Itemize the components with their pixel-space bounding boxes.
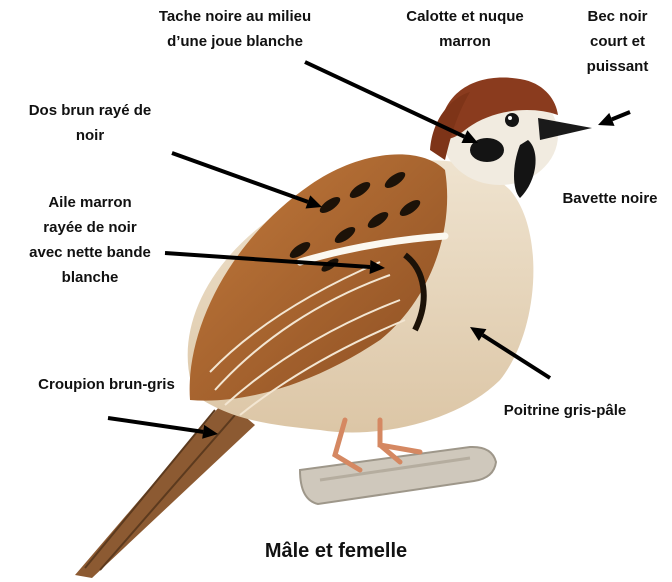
label-wing-line: Aile marron — [0, 190, 180, 215]
label-cheek-spot-line: Tache noire au milieu — [125, 4, 345, 29]
label-wing: Aile marronrayée de noiravec nette bande… — [0, 190, 180, 290]
label-beak-line: Bec noir — [570, 4, 665, 29]
label-bib-line: Bavette noire — [548, 186, 672, 211]
label-cheek-spot: Tache noire au milieud’une joue blanche — [125, 4, 345, 54]
branch — [300, 447, 496, 504]
eye — [505, 113, 519, 127]
label-back-line: Dos brun rayé de — [0, 98, 180, 123]
label-cap-line: marron — [380, 29, 550, 54]
arrow-back — [172, 153, 308, 202]
label-rump: Croupion brun-gris — [4, 372, 209, 397]
label-cap-line: Calotte et nuque — [380, 4, 550, 29]
label-breast-line: Poitrine gris-pâle — [480, 398, 650, 423]
arrow-beak — [612, 112, 630, 119]
label-breast: Poitrine gris-pâle — [480, 398, 650, 423]
label-wing-line: blanche — [0, 265, 180, 290]
arrow-rump — [108, 418, 203, 432]
label-rump-line: Croupion brun-gris — [4, 372, 209, 397]
label-cheek-spot-line: d’une joue blanche — [125, 29, 345, 54]
label-cap: Calotte et nuquemarron — [380, 4, 550, 54]
label-beak: Bec noircourt etpuissant — [570, 4, 665, 79]
label-bib: Bavette noire — [548, 186, 672, 211]
label-wing-line: avec nette bande — [0, 240, 180, 265]
label-back: Dos brun rayé denoir — [0, 98, 180, 148]
caption: Mâle et femelle — [0, 540, 672, 563]
label-wing-line: rayée de noir — [0, 215, 180, 240]
label-beak-line: puissant — [570, 54, 665, 79]
arrow-cheek-spot — [305, 62, 464, 137]
label-back-line: noir — [0, 123, 180, 148]
label-beak-line: court et — [570, 29, 665, 54]
beak — [538, 118, 592, 140]
